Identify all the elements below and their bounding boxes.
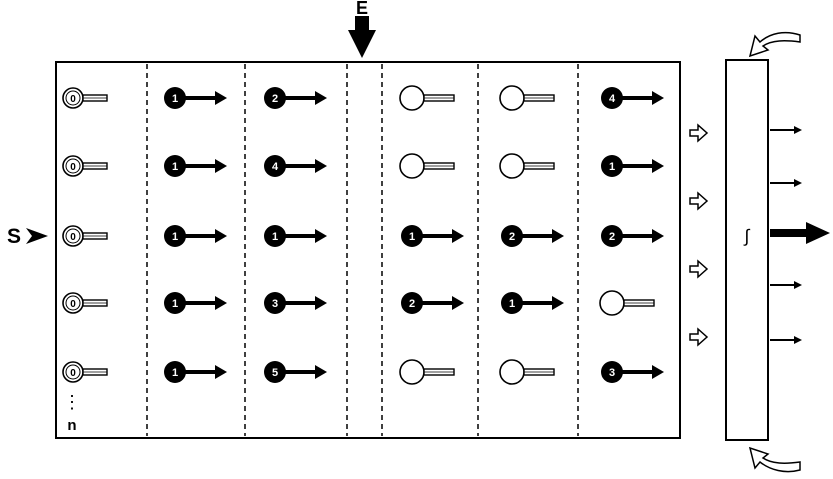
filled-key: 1 bbox=[601, 155, 664, 177]
filled-key: 3 bbox=[601, 361, 664, 383]
key-number: 2 bbox=[609, 231, 615, 243]
filled-key: 4 bbox=[264, 155, 327, 177]
curved-arrow-bottom-icon bbox=[748, 446, 801, 473]
transfer-arrows bbox=[689, 123, 709, 347]
key-number: 1 bbox=[272, 231, 278, 243]
label-dots: ⋮ bbox=[63, 392, 81, 412]
key-number: 4 bbox=[609, 93, 616, 105]
empty-key: 0 bbox=[62, 361, 108, 383]
key-number: 1 bbox=[172, 367, 178, 379]
key-number: 1 bbox=[172, 231, 178, 243]
key-number: 3 bbox=[609, 367, 615, 379]
key-number: 3 bbox=[272, 298, 278, 310]
filled-key: 1 bbox=[264, 225, 327, 247]
integral-symbol: ∫ bbox=[743, 226, 751, 246]
filled-key: 2 bbox=[401, 292, 464, 314]
label-s: S bbox=[7, 225, 21, 248]
empty-key bbox=[399, 153, 455, 179]
main-output-arrow bbox=[770, 222, 830, 244]
empty-key: 0 bbox=[62, 155, 108, 177]
key-number: 1 bbox=[172, 93, 178, 105]
filled-key: 1 bbox=[164, 225, 227, 247]
key-number: 2 bbox=[409, 298, 415, 310]
column-dividers bbox=[146, 64, 579, 436]
filled-key: 2 bbox=[601, 225, 664, 247]
key-number: 5 bbox=[272, 367, 278, 379]
filled-key: 1 bbox=[164, 361, 227, 383]
main-grid-box bbox=[55, 61, 681, 439]
empty-key bbox=[499, 359, 555, 385]
curved-arrow-top-icon bbox=[748, 31, 801, 58]
key-number: 0 bbox=[70, 368, 76, 379]
empty-key: 0 bbox=[62, 292, 108, 314]
filled-key: 1 bbox=[501, 292, 564, 314]
filled-key: 3 bbox=[264, 292, 327, 314]
filled-key: 5 bbox=[264, 361, 327, 383]
key-number: 2 bbox=[272, 93, 278, 105]
key-number: 1 bbox=[409, 231, 415, 243]
key-number: 1 bbox=[172, 161, 178, 173]
key-number: 4 bbox=[272, 161, 279, 173]
key-number: 0 bbox=[70, 299, 76, 310]
filled-key: 1 bbox=[401, 225, 464, 247]
filled-key: 1 bbox=[164, 155, 227, 177]
empty-key: 0 bbox=[62, 225, 108, 247]
s-right-arrow bbox=[26, 228, 48, 244]
key-number: 0 bbox=[70, 162, 76, 173]
label-n: n bbox=[67, 417, 76, 434]
key-number: 1 bbox=[172, 298, 178, 310]
empty-key bbox=[399, 85, 455, 111]
keys-grid: 0 1 2 4 0 1 4 1 0 1 1 1 2 2 0 1 3 2 1 0 1 5 3 bbox=[62, 85, 664, 385]
integrator-bar bbox=[725, 59, 769, 441]
empty-key bbox=[399, 359, 455, 385]
filled-key: 2 bbox=[501, 225, 564, 247]
label-e: E bbox=[356, 0, 368, 18]
empty-key bbox=[599, 290, 655, 316]
output-arrows bbox=[770, 126, 802, 344]
filled-key: 1 bbox=[164, 87, 227, 109]
empty-key: 0 bbox=[62, 87, 108, 109]
filled-key: 2 bbox=[264, 87, 327, 109]
key-number: 1 bbox=[509, 298, 515, 310]
filled-key: 1 bbox=[164, 292, 227, 314]
filled-key: 4 bbox=[601, 87, 664, 109]
empty-key bbox=[499, 153, 555, 179]
key-number: 2 bbox=[509, 231, 515, 243]
e-down-arrow bbox=[348, 16, 376, 58]
key-number: 0 bbox=[70, 94, 76, 105]
key-number: 0 bbox=[70, 232, 76, 243]
empty-key bbox=[499, 85, 555, 111]
key-number: 1 bbox=[609, 161, 615, 173]
